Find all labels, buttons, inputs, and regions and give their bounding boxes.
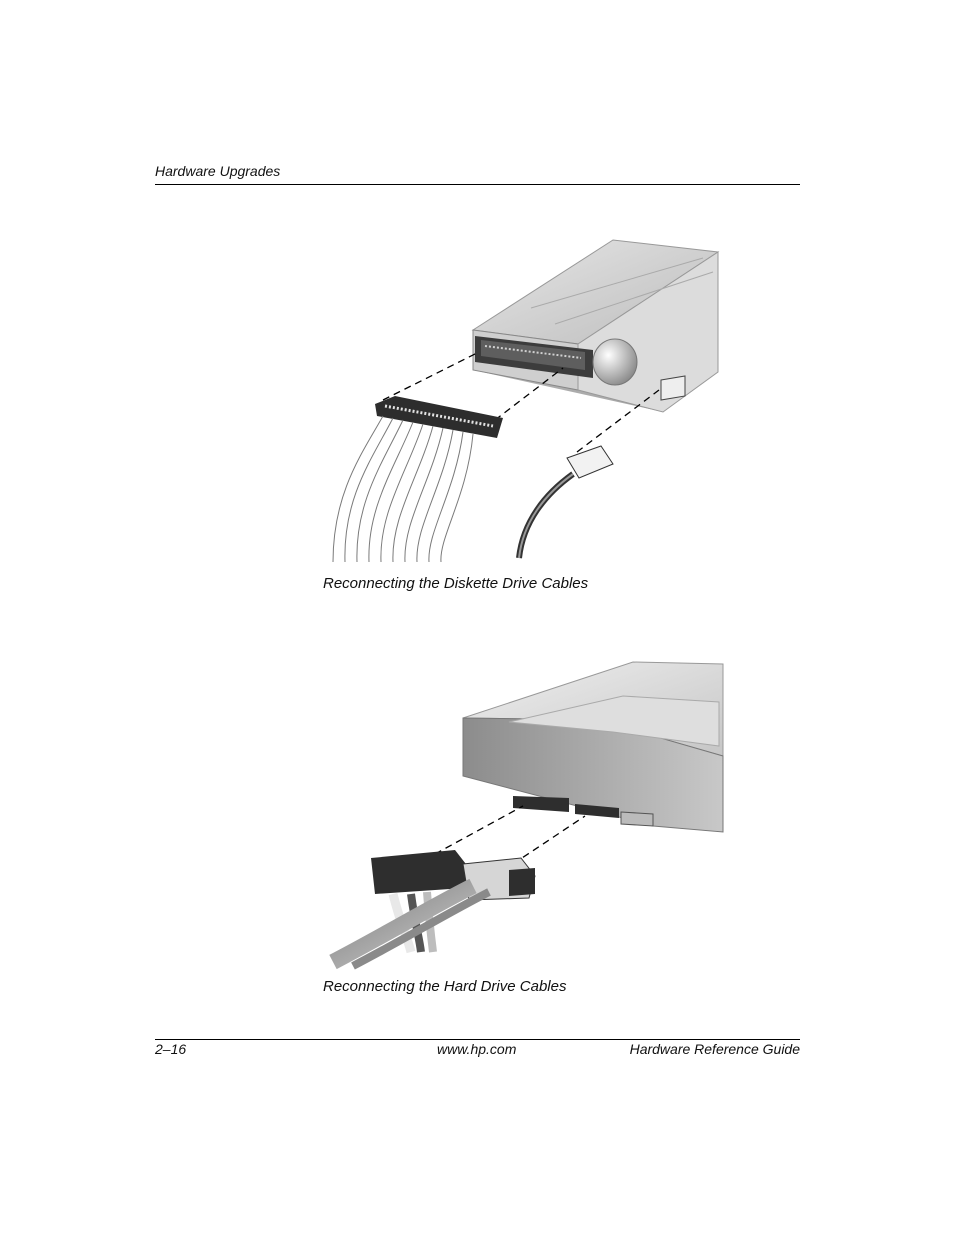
footer-url: www.hp.com — [437, 1041, 517, 1057]
drive-data-connector — [475, 336, 593, 378]
ribbon-cable — [332, 415, 474, 563]
page-number: 2–16 — [155, 1041, 187, 1057]
drive-power-socket — [660, 375, 686, 401]
drive-sata-data-port — [513, 796, 569, 812]
diskette-drive-illustration — [332, 239, 720, 563]
footer-guide-title: Hardware Reference Guide — [629, 1041, 800, 1057]
hard-drive — [462, 661, 724, 833]
footer-rule — [155, 1039, 800, 1040]
header-rule — [155, 184, 800, 185]
figure-2-caption: Reconnecting the Hard Drive Cables — [323, 978, 567, 995]
sata-power-connector — [371, 850, 469, 894]
sata-data-connector — [462, 857, 536, 901]
ribbon-cable-connector — [375, 396, 503, 438]
figure-1-caption: Reconnecting the Diskette Drive Cables — [323, 575, 589, 592]
drive-sata-power-port — [575, 804, 654, 827]
sata-data-cable — [329, 878, 491, 970]
drive-power-socket-knob — [592, 338, 638, 386]
running-head: Hardware Upgrades — [155, 163, 281, 179]
alignment-lines — [434, 805, 586, 865]
alignment-lines — [382, 351, 660, 453]
power-cable — [516, 445, 614, 559]
hard-drive-illustration — [329, 661, 724, 970]
